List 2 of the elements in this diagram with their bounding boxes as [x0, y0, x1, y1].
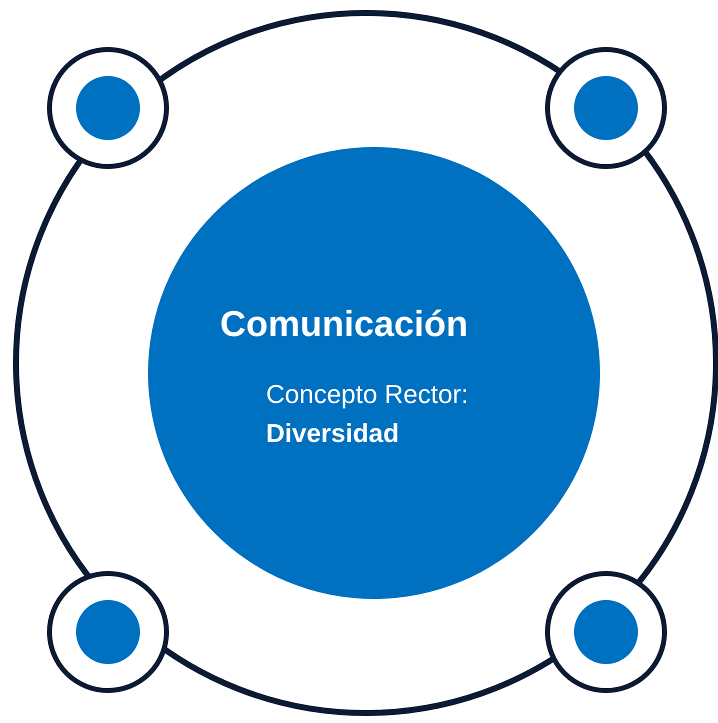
topic-title: Comunicación [220, 302, 470, 346]
topic-subtitle: Concepto Rector: Diversidad [266, 378, 470, 450]
